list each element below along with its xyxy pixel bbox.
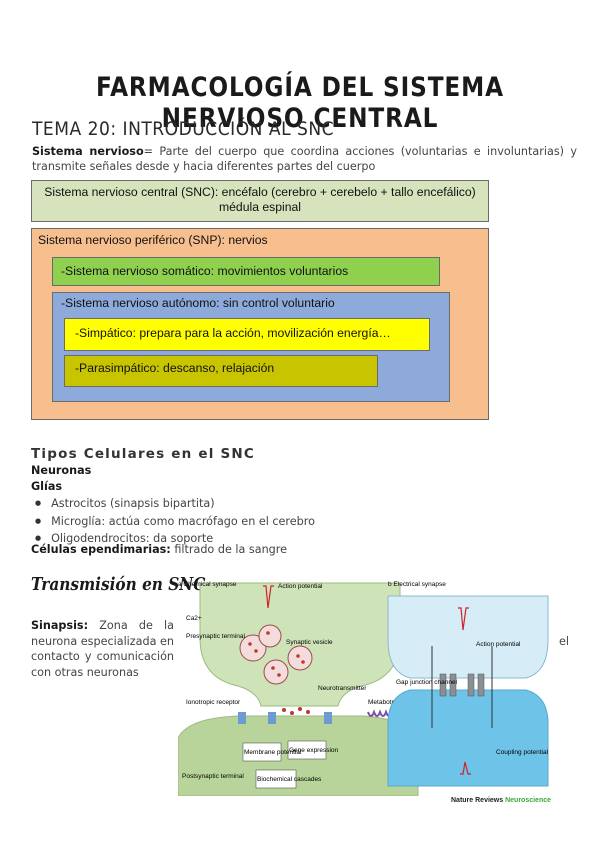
list-item: Oligodendrocitos: da soporte [31, 531, 315, 549]
chemical-synapse-panel: a Chemical synapse Action potential Ca2+… [178, 581, 432, 796]
action-potential-trace [263, 585, 274, 609]
parasympathetic-box: -Parasimpático: descanso, relajación [64, 355, 378, 387]
presynaptic-cell [387, 595, 549, 679]
cell-types-heading: Tipos Celulares en el SNC [31, 446, 255, 462]
label-postsynaptic: Postsynaptic terminal [182, 773, 244, 780]
label-neurotransmitter: Neurotransmitter [318, 685, 367, 692]
postsynaptic-cell [387, 689, 549, 787]
label-gap-junction: Gap junction channel [396, 679, 458, 686]
label-presynaptic: Presynaptic terminal [186, 633, 245, 640]
somatic-label: -Sistema nervioso somático: movimientos … [61, 264, 349, 278]
synapse-term: Sinapsis: [31, 619, 89, 632]
page-title: Farmacología del sistema nervioso centra… [96, 72, 504, 134]
gene-expression-box [287, 740, 327, 760]
biochemical-box [255, 769, 297, 789]
intro-text: = Parte del cuerpo que coordina acciones… [32, 145, 577, 173]
synapse-paragraph: Sinapsis: Zona de la neurona especializa… [31, 618, 174, 680]
metabotropic-receptor [367, 709, 393, 717]
credit-field: Neuroscience [505, 797, 552, 804]
gap-junction-channels [439, 673, 485, 697]
label-ca: Ca2+ [186, 615, 202, 622]
chemical-synapse-title: a Chemical synapse [178, 581, 237, 588]
figure-credit: Nature Reviews Neuroscience [451, 797, 551, 804]
coupling-potential-trace [460, 761, 471, 775]
snc-line-1: Sistema nervioso central (SNC): encéfalo… [44, 185, 476, 199]
list-item: Microglía: actúa como macrófago en el ce… [31, 514, 315, 532]
sympathetic-label: -Simpático: prepara para la acción, movi… [75, 326, 391, 340]
transmission-heading: Transmisión en SNC [31, 574, 206, 595]
label-coupling: Coupling potential [496, 749, 549, 756]
label-action-potential-b: Action potential [476, 641, 521, 648]
glia-label: Glías [31, 480, 63, 493]
label-ionotropic: Ionotropic receptor [186, 699, 241, 706]
vesicle [263, 659, 289, 685]
ependymal-text: filtrado de la sangre [170, 543, 288, 556]
ependymal-term: Células ependimarias: [31, 543, 171, 556]
vesicle [287, 645, 313, 671]
snc-line-2: médula espinal [219, 200, 301, 214]
label-vesicle: Synaptic vesicle [286, 639, 333, 646]
topic-heading: TEMA 20: INTRODUCCIÓN AL SNC [32, 118, 335, 140]
presynaptic-terminal [199, 582, 401, 707]
intro-paragraph: Sistema nervioso= Parte del cuerpo que c… [32, 145, 577, 174]
neurotransmitter-dots [248, 631, 310, 715]
parasympathetic-label: -Parasimpático: descanso, relajación [75, 361, 275, 375]
snc-box: Sistema nervioso central (SNC): encéfalo… [31, 180, 489, 222]
sympathetic-box: -Simpático: prepara para la acción, movi… [64, 318, 430, 351]
action-potential-trace [458, 607, 469, 631]
autonomic-label: -Sistema nervioso autónomo: sin control … [61, 296, 335, 310]
ionotropic-receptors [238, 712, 332, 724]
credit-journal: Nature Reviews [451, 797, 504, 804]
list-item: Astrocitos (sinapsis bipartita) [31, 496, 315, 514]
label-biochemical: Biochemical cascades [257, 776, 322, 783]
label-gene-expression: Gene expression [289, 747, 339, 754]
label-membrane-potential: Membrane potential [244, 749, 302, 756]
neurons-label: Neuronas [31, 464, 92, 477]
electrical-synapse-panel: b Electrical synapse Action potential Ga… [387, 581, 549, 787]
membrane-potential-box [242, 742, 282, 762]
vesicle [258, 624, 282, 648]
ependymal-line: Células ependimarias: filtrado de la san… [31, 543, 287, 556]
intro-term: Sistema nervioso [32, 145, 144, 158]
electrical-synapse-title: b Electrical synapse [388, 581, 446, 588]
label-action-potential-a: Action potential [278, 583, 323, 590]
snp-label: Sistema nervioso periférico (SNP): nervi… [38, 233, 268, 247]
synapse-text: Zona de la neurona especializada en cont… [31, 619, 175, 679]
vesicle [239, 634, 267, 662]
synapse-figure: a Chemical synapse Action potential Ca2+… [178, 581, 549, 796]
somatic-box: -Sistema nervioso somático: movimientos … [52, 257, 440, 286]
glia-list: Astrocitos (sinapsis bipartita) Microglí… [31, 496, 315, 549]
trailing-word: el [559, 635, 569, 648]
